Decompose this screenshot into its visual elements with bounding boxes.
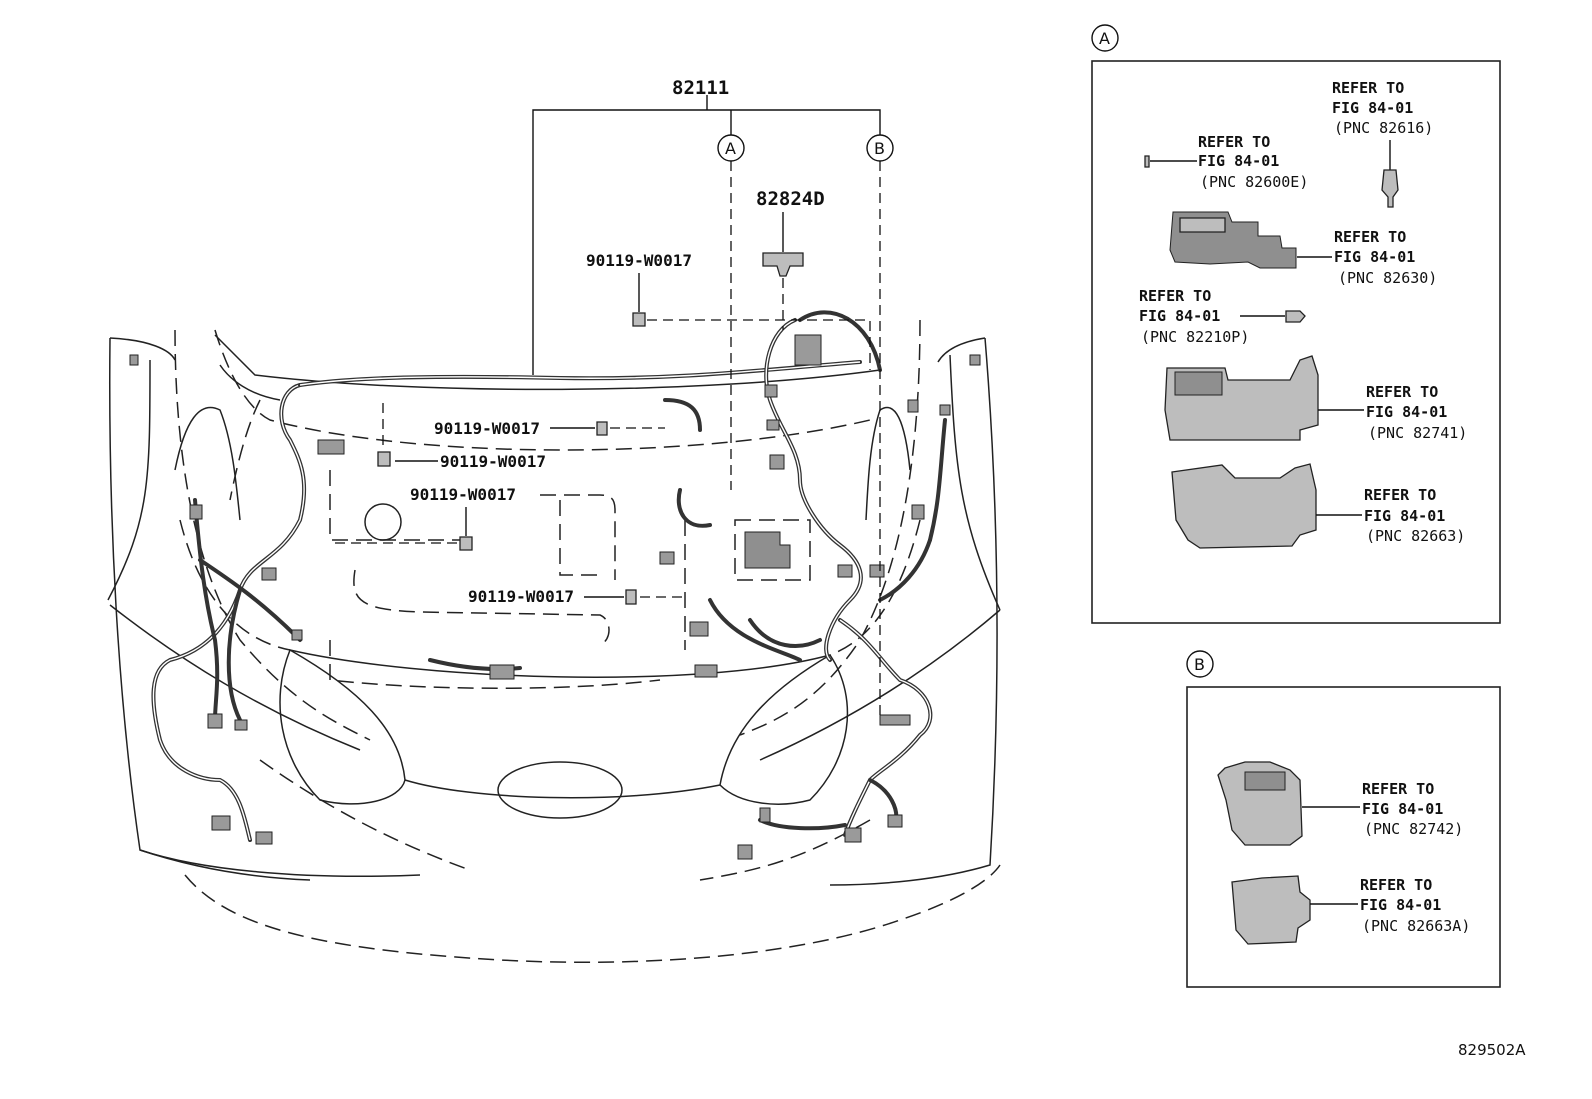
inset-a-item-82630: REFER TO FIG 84-01 (PNC 82630) (1169, 211, 1437, 287)
inset-a-panel: A REFER TO FIG 84-01 (PNC 82600E) REFER … (1091, 24, 1501, 624)
inset-b-item-82742: REFER TO FIG 84-01 (PNC 82742) (1217, 761, 1463, 846)
inset-a-marker (1091, 24, 1119, 52)
inset-a-item-82600E: REFER TO FIG 84-01 (PNC 82600E) (1144, 133, 1308, 191)
fig-label: FIG 84-01 (1139, 307, 1220, 325)
refer-label: REFER TO (1362, 780, 1434, 798)
inset-a-item-82741: REFER TO FIG 84-01 (PNC 82741) (1164, 355, 1467, 442)
inset-a-item-82616: REFER TO FIG 84-01 (PNC 82616) (1332, 79, 1433, 208)
figure-reference-code: 829502A (1458, 1041, 1526, 1059)
refer-label: REFER TO (1360, 876, 1432, 894)
bolt-label-5: 90119-W0017 (468, 587, 574, 606)
bolt-icon-3 (377, 451, 391, 467)
fuse-clip-icon (1381, 169, 1399, 208)
main-callouts: 82111 A B 82824D 90119-W0017 90119-W0017… (335, 77, 894, 720)
pnc-label: (PNC 82663) (1366, 527, 1465, 545)
refer-label: REFER TO (1364, 486, 1436, 504)
pnc-label: (PNC 82742) (1364, 820, 1463, 838)
pnc-label: (PNC 82616) (1334, 119, 1433, 137)
pnc-label: (PNC 82630) (1338, 269, 1437, 287)
clip-pin-icon (1144, 155, 1150, 168)
inset-a-marker-label: A (1099, 29, 1110, 48)
bolt-label-1: 90119-W0017 (586, 251, 692, 270)
pnc-label: (PNC 82741) (1368, 424, 1467, 442)
bolt-icon-2 (596, 421, 608, 436)
bolt-label-2: 90119-W0017 (434, 419, 540, 438)
inset-a-item-82663: REFER TO FIG 84-01 (PNC 82663) (1171, 463, 1465, 549)
engine-wire-harness (129, 310, 981, 860)
inset-b-marker-label: B (1194, 655, 1205, 674)
inset-b-marker (1186, 650, 1214, 678)
section-a-marker-label: A (725, 139, 736, 158)
bolt-icon-4 (459, 536, 473, 551)
fig-label: FIG 84-01 (1198, 152, 1279, 170)
inset-b-frame (1186, 686, 1501, 988)
terminal-icon (1285, 310, 1306, 323)
refer-label: REFER TO (1334, 228, 1406, 246)
fig-label: FIG 84-01 (1334, 248, 1415, 266)
fig-label: FIG 84-01 (1364, 507, 1445, 525)
bolt-label-4: 90119-W0017 (410, 485, 516, 504)
inset-a-frame (1091, 60, 1501, 624)
part-number-82824D: 82824D (756, 188, 825, 210)
fuse-box-lower-icon (1171, 463, 1317, 549)
bolt-icon-5 (625, 589, 637, 605)
refer-label: REFER TO (1332, 79, 1404, 97)
relay-block-icon (762, 252, 804, 277)
pnc-label: (PNC 82663A) (1362, 917, 1470, 935)
refer-label: REFER TO (1139, 287, 1211, 305)
fig-label: FIG 84-01 (1360, 896, 1441, 914)
bolt-icon-1 (632, 312, 646, 327)
inset-a-item-82210P: REFER TO FIG 84-01 (PNC 82210P) (1139, 287, 1306, 346)
section-b-marker-label: B (874, 139, 885, 158)
refer-label: REFER TO (1366, 383, 1438, 401)
inset-b-item-82663A: REFER TO FIG 84-01 (PNC 82663A) (1231, 875, 1470, 945)
bolt-label-3: 90119-W0017 (440, 452, 546, 471)
fig-label: FIG 84-01 (1366, 403, 1447, 421)
pnc-label: (PNC 82210P) (1141, 328, 1249, 346)
fig-label: FIG 84-01 (1332, 99, 1413, 117)
inset-b-panel: B REFER TO FIG 84-01 (PNC 82742) REFER T… (1186, 650, 1501, 988)
refer-label: REFER TO (1198, 133, 1270, 151)
fig-label: FIG 84-01 (1362, 800, 1443, 818)
junction-box-icon (1164, 355, 1319, 441)
connector-box-icon (1231, 875, 1311, 945)
pnc-label: (PNC 82600E) (1200, 173, 1308, 191)
part-number-82111: 82111 (672, 77, 729, 99)
